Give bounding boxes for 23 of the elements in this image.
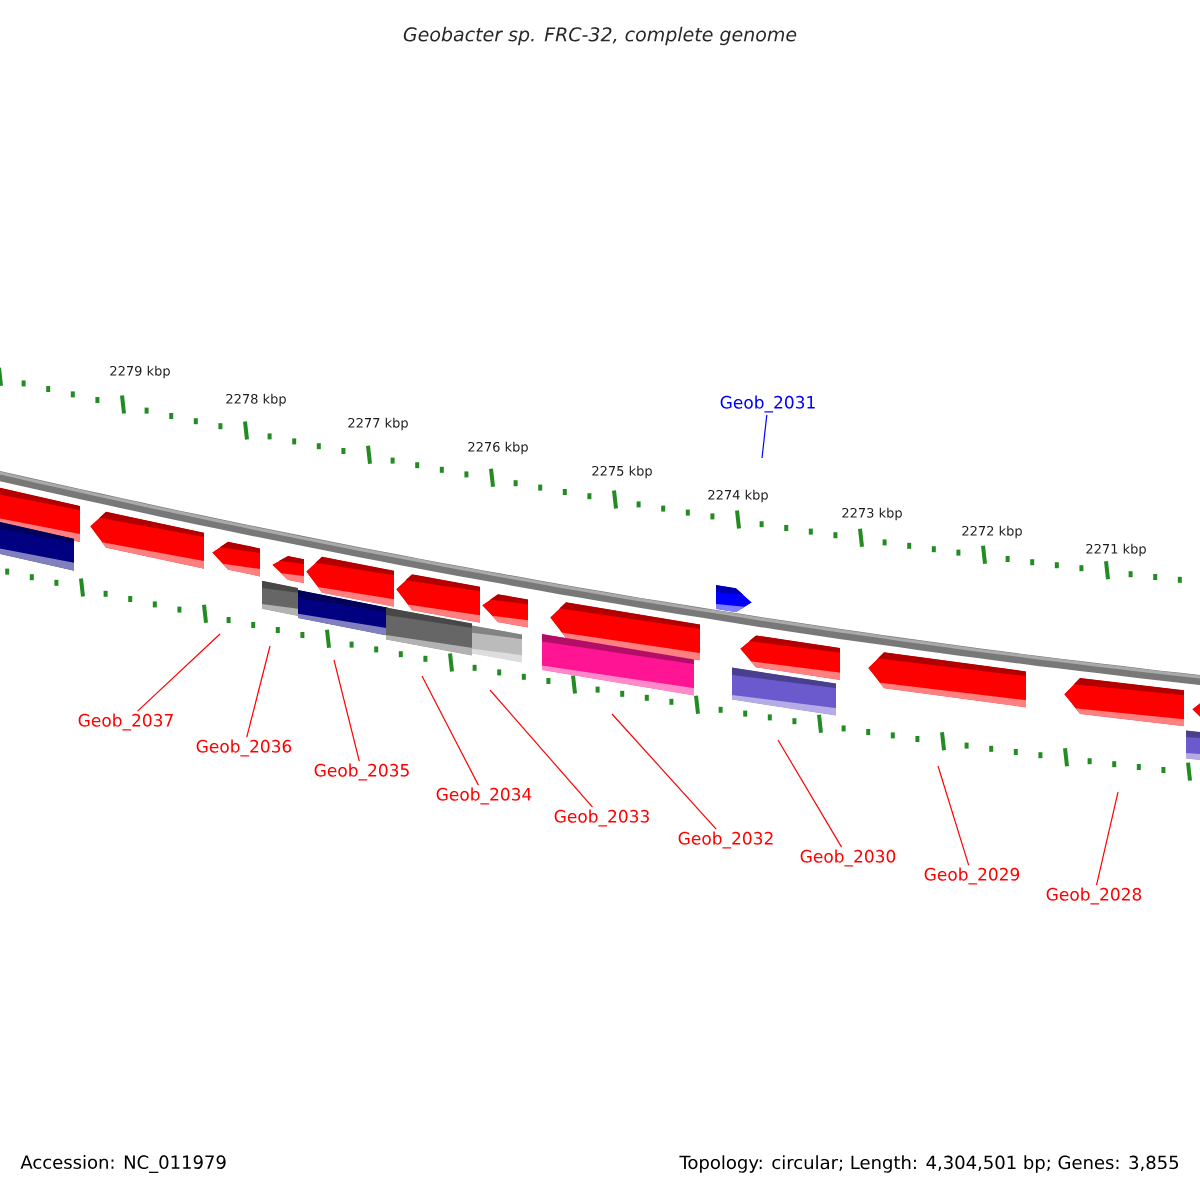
- gene-label: Geob_2036: [196, 739, 292, 757]
- leader-line: [1095, 791, 1119, 886]
- gene-label: Geob_2030: [800, 849, 896, 867]
- gene-label: Geob_2031: [720, 395, 815, 413]
- title: Geobacter sp. FRC-32, complete genome: [403, 26, 797, 46]
- leader-line: [489, 689, 594, 808]
- leader-line: [937, 765, 970, 866]
- leader-line: [137, 633, 221, 712]
- gene-label: Geob_2033: [554, 809, 649, 827]
- gene-label: Geob_2034: [436, 787, 532, 805]
- gene-label: Geob_2029: [924, 867, 1020, 885]
- gene-label: Geob_2028: [1046, 887, 1142, 905]
- gene-label: Geob_2032: [678, 831, 773, 849]
- leader-line: [761, 414, 768, 459]
- leader-line: [611, 713, 717, 830]
- leader-line: [333, 659, 360, 762]
- footer-text: Topology: circular; Length: 4,304,501 bp; Genes: 3,855: [679, 1155, 1179, 1173]
- gene-label: Geob_2035: [314, 763, 409, 781]
- leader-line: [421, 675, 479, 786]
- leader-line: [777, 739, 843, 848]
- footer-text: Accession: NC_011979: [20, 1155, 226, 1173]
- gene-label: Geob_2037: [78, 713, 173, 731]
- leader-line: [246, 645, 271, 738]
